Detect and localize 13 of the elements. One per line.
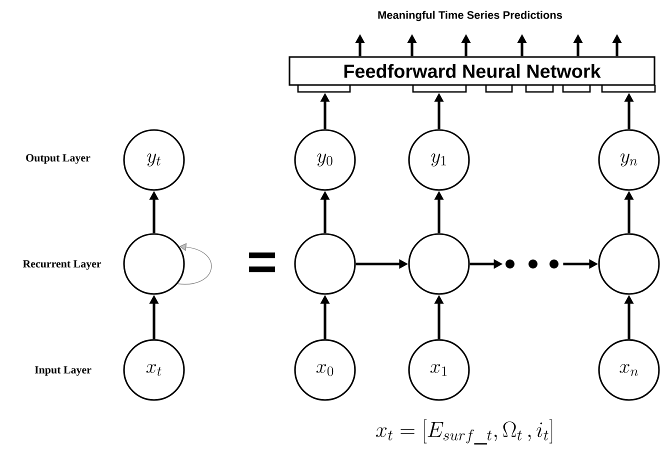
arrow bbox=[177, 243, 212, 285]
layer-label: Input Layer bbox=[34, 366, 92, 376]
neuron-circle bbox=[598, 233, 660, 295]
neuron-circle bbox=[408, 233, 470, 295]
neuron-circle bbox=[123, 233, 185, 295]
equation: $x_t = \left[E_{surf\_t}, \Omega_t\, , i_t\right]$ bbox=[376, 419, 552, 445]
equals-sign: = bbox=[249, 252, 275, 272]
layer-label: Recurrent Layer bbox=[22, 260, 102, 270]
network-box: Feedforward Neural Network bbox=[288, 56, 656, 86]
layer-label: Output Layer bbox=[26, 154, 90, 164]
neuron-circle bbox=[294, 233, 356, 295]
ellipsis-dots bbox=[506, 259, 558, 268]
title: Meaningful Time Series Predictions bbox=[378, 10, 562, 22]
